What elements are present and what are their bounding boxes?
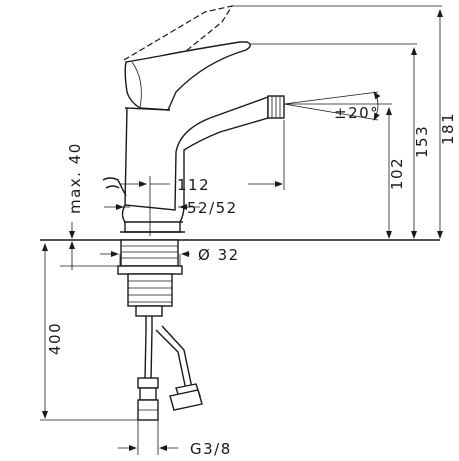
dim-connection-thread: G3/8 (190, 440, 232, 458)
faucet-body (102, 5, 285, 233)
dim-hole-diameter: Ø 32 (198, 246, 240, 264)
dim-overall-height: 181 (439, 112, 457, 145)
dim-spout-height: 102 (388, 157, 406, 190)
dim-spout-reach: 112 (177, 176, 210, 194)
mounting-assembly (117, 239, 183, 317)
dim-hose-length: 400 (46, 322, 64, 355)
dim-max-deck: max. 40 (66, 142, 84, 214)
extension-lines (40, 5, 442, 455)
dim-lever-height: 153 (413, 125, 431, 158)
supply-hoses (137, 316, 203, 421)
dim-spout-swivel: ±20° (334, 104, 379, 122)
dim-base-size: 52/52 (187, 199, 238, 217)
dimension-lines (42, 9, 443, 451)
